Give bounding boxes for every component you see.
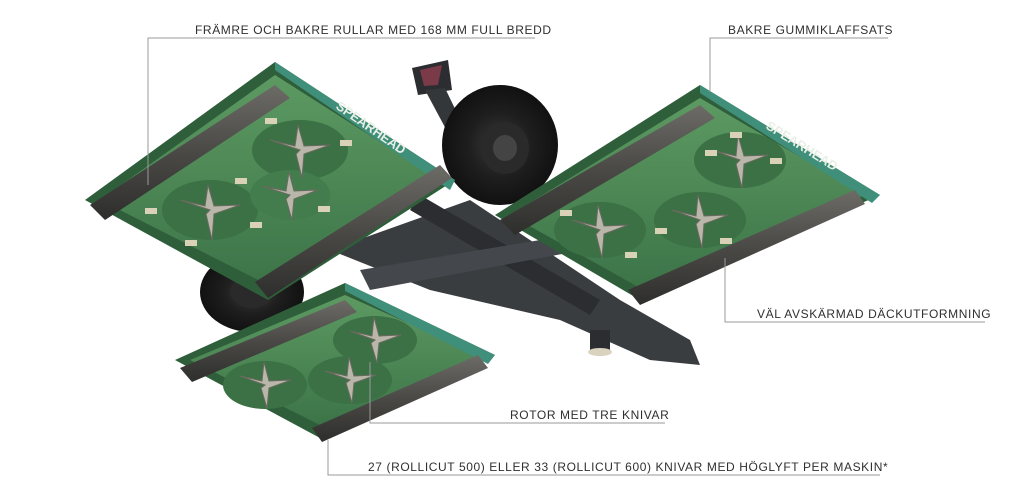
left-deck-roller-rear	[255, 165, 452, 298]
leader-rear-rubber-flaps	[709, 37, 888, 92]
right-blade-tips	[560, 132, 782, 258]
leader-blade-count	[327, 440, 880, 476]
callout-blade-count: 27 (ROLLICUT 500) ELLER 33 (ROLLICUT 600…	[368, 460, 889, 474]
callout-three-blade-rotor: ROTOR MED TRE KNIVAR	[510, 408, 670, 422]
left-blade-tips	[145, 118, 352, 246]
left-blade-stars	[179, 124, 331, 241]
callout-leader-lines	[147, 37, 985, 476]
front-deck-roller-rear	[312, 355, 488, 442]
leader-three-blade-rotor	[369, 362, 665, 424]
right-mower-deck: SPEARHEAD	[495, 85, 880, 305]
rear-tyre	[442, 85, 558, 205]
front-blade-stars	[239, 316, 402, 409]
callout-tyre-design: VÄL AVSKÄRMAD DÄCKUTFORMNING	[757, 307, 992, 321]
front-deck-roller-front	[180, 300, 357, 382]
right-blade-stars	[571, 134, 769, 259]
front-mower-deck	[175, 283, 495, 442]
jack-foot	[588, 348, 612, 356]
jack-stand	[590, 330, 610, 352]
leader-front-rear-rollers	[147, 37, 535, 185]
right-deck-roller-rear	[628, 190, 865, 305]
right-deck-roller-front	[500, 105, 715, 235]
callout-front-rear-rollers: FRÄMRE OCH BAKRE RULLAR MED 168 MM FULL …	[195, 23, 552, 37]
left-deck-roller-front	[90, 85, 290, 220]
leader-tyre-design	[724, 258, 985, 323]
callout-rear-rubber-flaps: BAKRE GUMMIKLAFFSATS	[728, 23, 894, 37]
